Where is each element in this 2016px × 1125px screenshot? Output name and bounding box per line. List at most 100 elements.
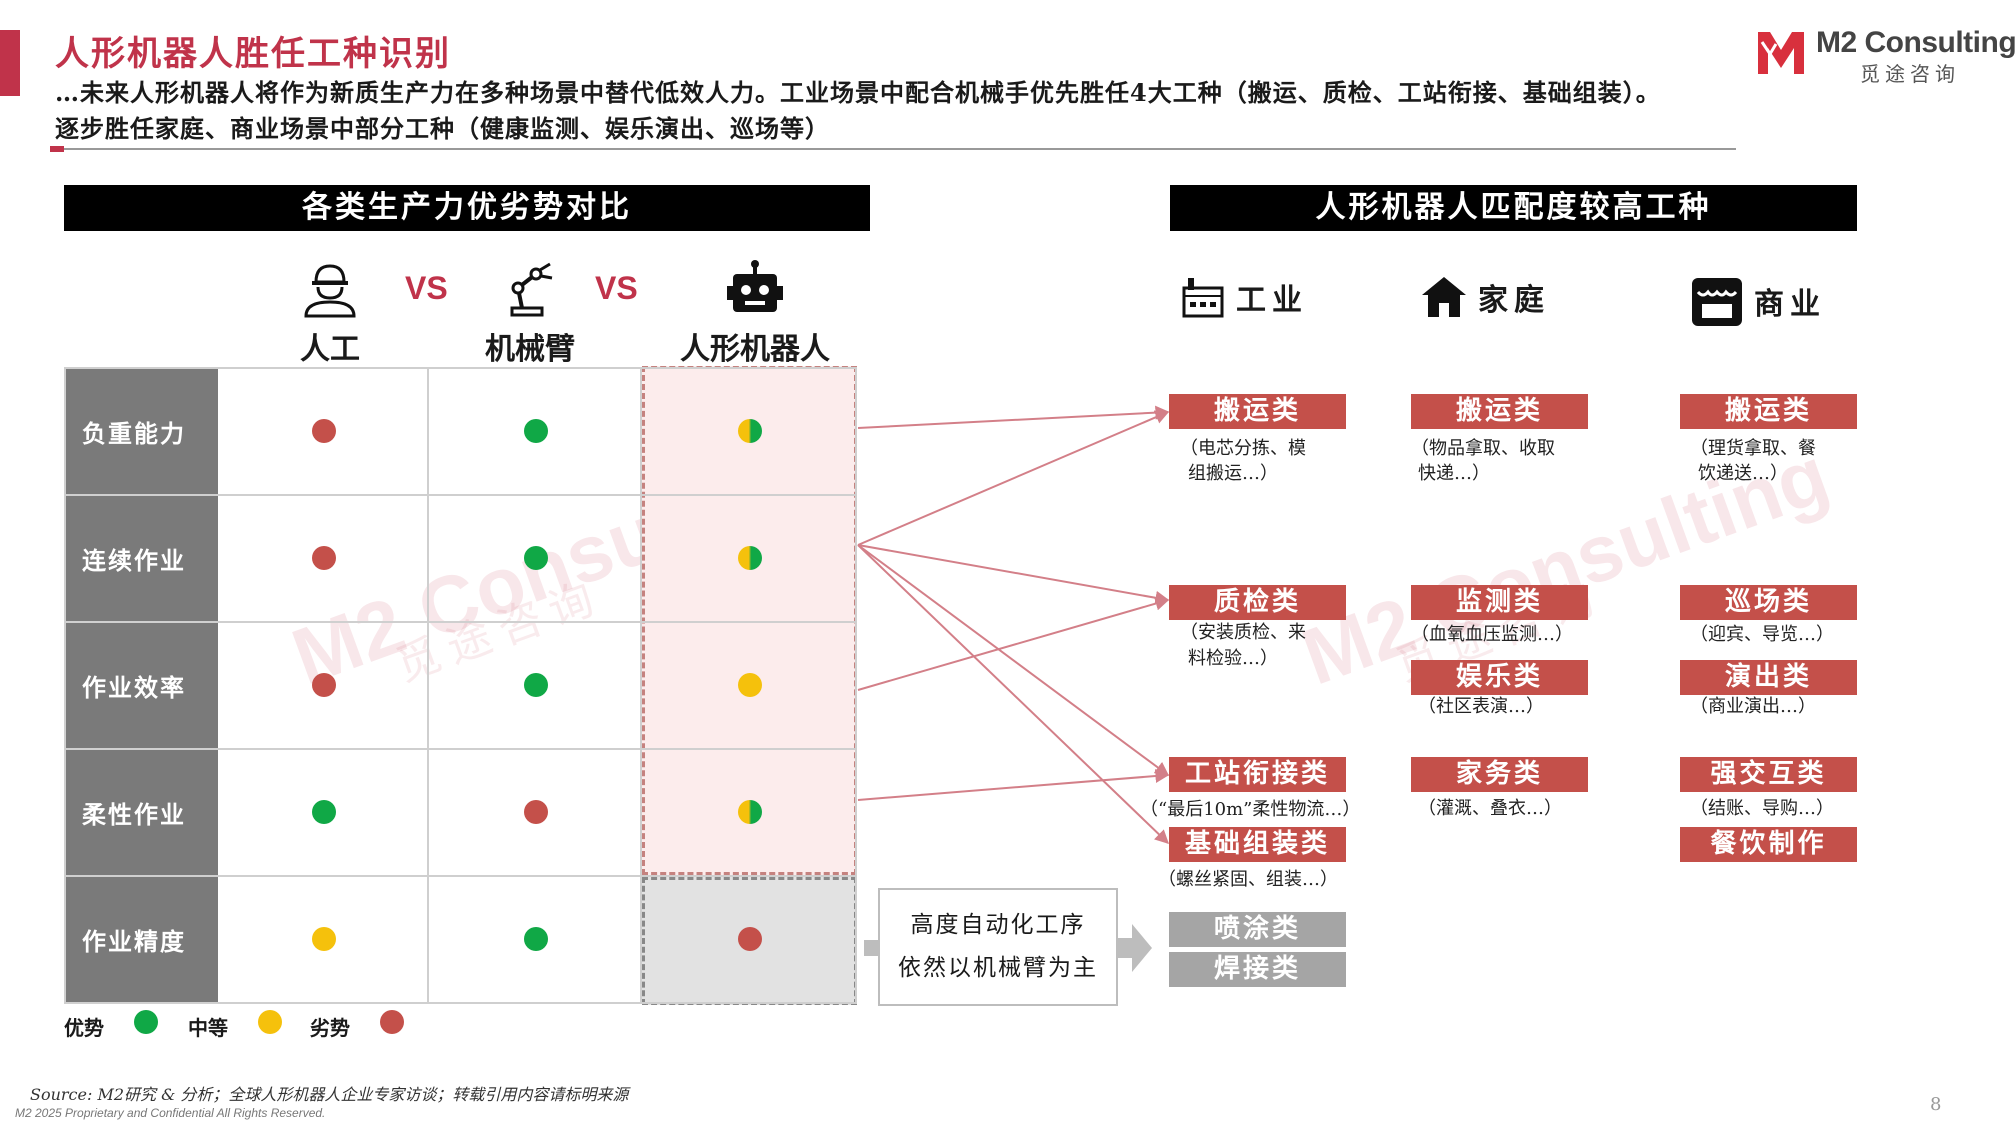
vs-label: VS bbox=[595, 270, 638, 306]
sector-label: 家庭 bbox=[1478, 283, 1550, 318]
rating-dot-mid-good bbox=[737, 545, 762, 570]
job-tag: 质检类 bbox=[1169, 585, 1346, 620]
rating-cell bbox=[642, 750, 857, 877]
header-divider-accent bbox=[50, 146, 64, 152]
job-tag: 演出类 bbox=[1680, 660, 1857, 695]
rating-dot-poor bbox=[523, 799, 548, 824]
rating-cell bbox=[642, 623, 857, 750]
rating-cell bbox=[218, 369, 429, 496]
row-header: 柔性作业 bbox=[66, 750, 218, 877]
sector-industry: 工业 bbox=[1180, 272, 1308, 322]
rating-dot-good bbox=[311, 799, 336, 824]
store-icon bbox=[1692, 278, 1742, 326]
legend-dot-yellow bbox=[258, 1010, 282, 1034]
factory-icon bbox=[1182, 278, 1224, 318]
row-header: 作业效率 bbox=[66, 623, 218, 750]
sector-label: 工业 bbox=[1236, 283, 1308, 318]
column-label: 人工 bbox=[300, 332, 360, 367]
job-note: （结账、导购…） bbox=[1690, 798, 1834, 819]
row-header: 连续作业 bbox=[66, 496, 218, 623]
job-note: （物品拿取、收取 bbox=[1411, 438, 1555, 459]
rating-dot-poor bbox=[311, 545, 336, 570]
sector-home: 家庭 bbox=[1420, 272, 1550, 322]
logo-sub: 觅途咨询 bbox=[1860, 62, 1960, 86]
rating-dot-poor bbox=[311, 672, 336, 697]
robot-arm-icon bbox=[510, 262, 553, 317]
rating-cell bbox=[642, 877, 857, 1004]
automation-callout: 高度自动化工序 依然以机械臂为主 bbox=[878, 888, 1118, 1006]
job-tag: 巡场类 bbox=[1680, 585, 1857, 620]
brand-logo: M2 Consulting 觅途咨询 bbox=[1756, 24, 2016, 86]
logo-name: M2 Consulting bbox=[1816, 26, 2016, 59]
matching-heading: 人形机器人匹配度较高工种 bbox=[1170, 185, 1857, 231]
rating-cell bbox=[429, 877, 642, 1004]
rating-cell bbox=[218, 877, 429, 1004]
header-divider bbox=[50, 148, 1736, 150]
job-note: （电芯分拣、模 bbox=[1180, 438, 1306, 459]
comparison-heading: 各类生产力优劣势对比 bbox=[64, 185, 870, 231]
rating-cell bbox=[429, 496, 642, 623]
callout-line: 高度自动化工序 bbox=[910, 912, 1086, 938]
right-arrow-icon bbox=[1118, 924, 1152, 972]
rating-dot-poor bbox=[737, 926, 762, 951]
job-note: （商业演出…） bbox=[1690, 696, 1816, 717]
rating-dot-mid-good bbox=[737, 418, 762, 443]
job-note: （迎宾、导览…） bbox=[1690, 624, 1834, 645]
page-number: 8 bbox=[1930, 1094, 1942, 1115]
legend-dot-red bbox=[380, 1010, 404, 1034]
job-tag: 强交互类 bbox=[1680, 757, 1857, 792]
legend-label: 中等 bbox=[188, 1016, 228, 1040]
rating-cell bbox=[429, 369, 642, 496]
column-humanoid: 人形机器人 bbox=[660, 258, 850, 368]
rating-cell bbox=[218, 496, 429, 623]
rating-dot-good bbox=[523, 545, 548, 570]
rating-cell bbox=[642, 496, 857, 623]
worker-icon bbox=[304, 264, 356, 318]
job-note: （“最后10m”柔性物流…） bbox=[1140, 799, 1361, 820]
job-note: （理货拿取、餐 bbox=[1690, 438, 1816, 459]
rating-dot-mid bbox=[737, 672, 762, 697]
sector-label: 商业 bbox=[1754, 287, 1826, 322]
sector-business: 商业 bbox=[1690, 274, 1826, 328]
legend-item: 劣势 bbox=[310, 1010, 404, 1041]
column-label: 人形机器人 bbox=[680, 332, 830, 367]
job-note: （社区表演…） bbox=[1418, 696, 1544, 717]
rating-dot-good bbox=[523, 418, 548, 443]
job-tag: 餐饮制作 bbox=[1680, 827, 1857, 862]
legend-label: 优势 bbox=[64, 1016, 104, 1040]
source-note: Source: M2研究 & 分析；全球人形机器人企业专家访谈；转载引用内容请标… bbox=[30, 1085, 629, 1104]
callout-arrow-icon bbox=[864, 940, 878, 956]
job-note: （血氧血压监测…） bbox=[1411, 624, 1573, 645]
job-note: （螺丝紧固、组装…） bbox=[1158, 869, 1338, 890]
callout-line: 依然以机械臂为主 bbox=[898, 955, 1098, 981]
job-tag-automated: 喷涂类 bbox=[1169, 912, 1346, 947]
rating-cell bbox=[218, 623, 429, 750]
job-note: （安装质检、来 bbox=[1180, 622, 1306, 643]
legend-label: 劣势 bbox=[310, 1016, 350, 1040]
job-tag: 工站衔接类 bbox=[1169, 757, 1346, 792]
row-header: 负重能力 bbox=[66, 369, 218, 496]
rating-cell bbox=[642, 369, 857, 496]
rating-dot-mid bbox=[311, 926, 336, 951]
rating-dot-good bbox=[523, 926, 548, 951]
rating-dot-poor bbox=[311, 418, 336, 443]
column-robot-arm: 机械臂 bbox=[470, 258, 590, 368]
job-tag: 搬运类 bbox=[1411, 394, 1588, 429]
page-title: 人形机器人胜任工种识别 bbox=[55, 34, 451, 74]
job-tag-automated: 焊接类 bbox=[1169, 952, 1346, 987]
column-label: 机械臂 bbox=[485, 332, 575, 367]
house-icon bbox=[1422, 277, 1466, 317]
comparison-table: 负重能力连续作业作业效率柔性作业作业精度 bbox=[64, 367, 857, 1004]
job-note: 组搬运…） bbox=[1188, 463, 1278, 484]
job-note: （灌溉、叠衣…） bbox=[1418, 798, 1562, 819]
job-note: 料检验…） bbox=[1188, 648, 1278, 669]
job-tag: 娱乐类 bbox=[1411, 660, 1588, 695]
rating-cell bbox=[429, 750, 642, 877]
rating-dot-good bbox=[523, 672, 548, 697]
copyright-note: M2 2025 Proprietary and Confidential All… bbox=[15, 1106, 326, 1120]
column-worker: 人工 bbox=[280, 258, 380, 368]
job-tag: 监测类 bbox=[1411, 585, 1588, 620]
job-tag: 搬运类 bbox=[1169, 394, 1346, 429]
job-tag: 搬运类 bbox=[1680, 394, 1857, 429]
